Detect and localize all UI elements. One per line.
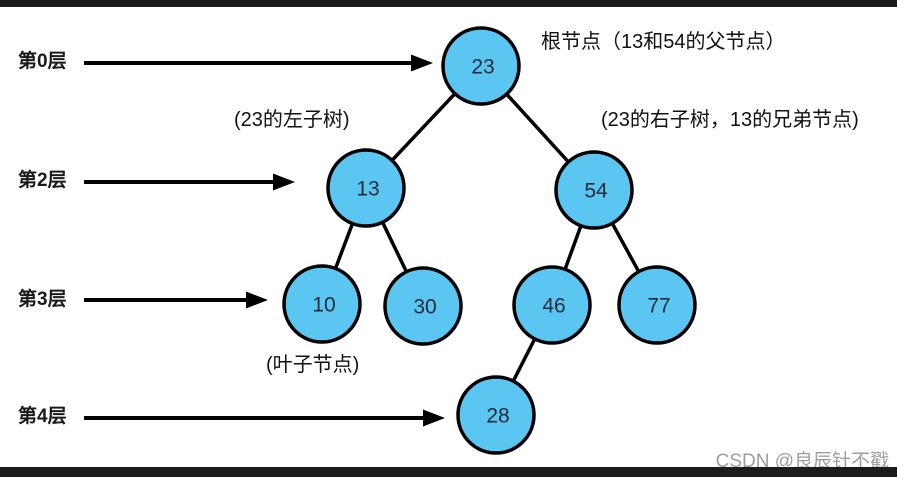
top-border-bar xyxy=(0,0,897,7)
bottom-border-bar xyxy=(0,467,897,477)
level-arrow-0 xyxy=(84,54,433,72)
node-circle xyxy=(554,150,634,230)
node-value: 23 xyxy=(471,56,494,79)
arrowhead-icon xyxy=(273,173,295,191)
tree-nodes: 23 13 54 10 30 46 xyxy=(282,26,697,455)
left-subtree-annotation: (23的左子树) xyxy=(234,109,350,131)
node-value: 77 xyxy=(647,295,670,318)
level-label-4: 第4层 xyxy=(18,406,67,427)
right-subtree-annotation: (23的右子树，13的兄弟节点) xyxy=(601,109,859,131)
node-value: 54 xyxy=(584,180,608,203)
arrowhead-icon xyxy=(246,291,268,309)
level-arrow-4 xyxy=(84,409,445,427)
level-label-2: 第2层 xyxy=(18,170,67,191)
level-label-0: 第0层 xyxy=(18,51,67,72)
node-value: 28 xyxy=(486,405,509,428)
node-circle xyxy=(326,148,406,228)
tree-node-23: 23 xyxy=(441,26,521,106)
watermark: CSDN @良辰针不戳 xyxy=(715,451,889,472)
node-circle xyxy=(512,265,592,345)
node-circle xyxy=(383,266,463,346)
node-circle xyxy=(441,26,521,106)
tree-node-77: 77 xyxy=(617,265,697,345)
arrowhead-icon xyxy=(411,54,433,72)
node-circle xyxy=(282,264,362,344)
tree-node-54: 54 xyxy=(554,150,634,230)
node-value: 30 xyxy=(413,296,436,319)
node-value: 13 xyxy=(356,178,379,201)
level-arrow-3 xyxy=(84,291,268,309)
root-node-annotation: 根节点（13和54的父节点） xyxy=(541,31,786,53)
level-arrow-2 xyxy=(84,173,295,191)
tree-node-10: 10 xyxy=(282,264,362,344)
level-arrows xyxy=(84,54,445,427)
tree-node-30: 30 xyxy=(383,266,463,346)
node-value: 10 xyxy=(312,294,335,317)
tree-node-28: 28 xyxy=(456,375,536,455)
tree-node-13: 13 xyxy=(326,148,406,228)
leaf-node-annotation: (叶子节点) xyxy=(266,354,360,376)
arrowhead-icon xyxy=(423,409,445,427)
level-label-3: 第3层 xyxy=(18,289,67,310)
tree-node-46: 46 xyxy=(512,265,592,345)
node-circle xyxy=(456,375,536,455)
node-value: 46 xyxy=(542,295,565,318)
node-circle xyxy=(617,265,697,345)
